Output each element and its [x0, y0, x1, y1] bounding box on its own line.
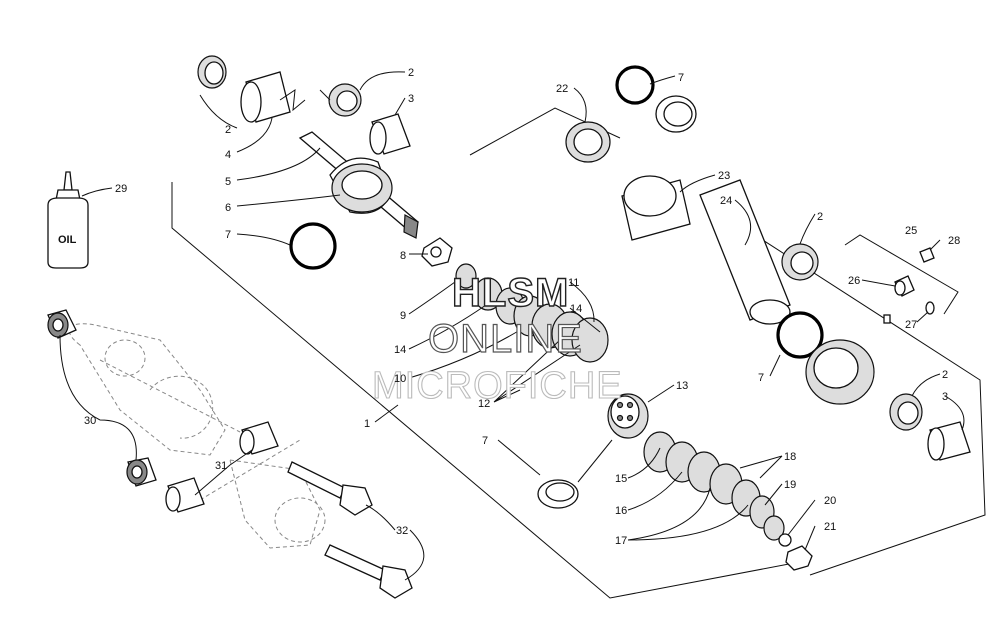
leader-lines [59, 71, 965, 581]
part-28-cap [919, 247, 935, 263]
callout-12: 12 [478, 398, 490, 410]
callout-26: 26 [848, 275, 860, 287]
callout-32: 32 [396, 525, 408, 537]
callout-22: 22 [556, 83, 568, 95]
assembly-bracket-25 [844, 234, 959, 315]
callout-7: 7 [482, 435, 488, 447]
body-eyelet [805, 339, 875, 405]
callout-7: 7 [758, 372, 764, 384]
callout-2: 2 [942, 369, 948, 381]
part-13-piston [607, 393, 649, 439]
part-3-spacer-bottom [927, 421, 971, 461]
callout-7: 7 [678, 72, 684, 84]
part-31-sleeve-upper [239, 421, 279, 455]
part-4-sleeve [240, 71, 291, 123]
part-23-sleeve [621, 175, 691, 241]
part-22-seal-head [565, 121, 611, 163]
callout-3: 3 [408, 93, 414, 105]
callout-5: 5 [225, 176, 231, 188]
part-7-o-ring-left [289, 222, 337, 270]
callout-21: 21 [824, 521, 836, 533]
part-30-bushing-lower [126, 457, 157, 487]
callout-23: 23 [718, 170, 730, 182]
part-30-bushing-upper [47, 309, 77, 339]
part-32-bolt-lower [324, 544, 413, 599]
callout-30: 30 [84, 415, 96, 427]
callout-16: 16 [615, 505, 627, 517]
callout-6: 6 [225, 202, 231, 214]
callout-7: 7 [225, 229, 231, 241]
part-2-bushing-bottom [889, 393, 923, 431]
part-29-oil-bottle: OIL [47, 171, 89, 269]
callout-18: 18 [784, 451, 796, 463]
part-7-o-ring-top [615, 65, 655, 105]
mounting-ghost-drawing [68, 323, 326, 549]
callout-15: 15 [615, 473, 627, 485]
part-26-valve [894, 275, 915, 297]
part-32-bolt-upper [287, 461, 373, 516]
callout-25: 25 [905, 225, 917, 237]
part-2-bushing-right [328, 83, 362, 117]
part-10-14-shim-stack [473, 277, 609, 363]
callout-19: 19 [784, 479, 796, 491]
part-31-sleeve-lower [165, 477, 205, 513]
callout-14: 14 [394, 344, 406, 356]
callout-labels: 1 2 2 2 2 3 3 4 5 6 7 7 7 7 8 9 10 11 12… [84, 67, 960, 547]
watermark-line-2: ONLINE [428, 317, 583, 361]
callout-1: 1 [364, 418, 370, 430]
callout-2: 2 [817, 211, 823, 223]
callout-2: 2 [225, 124, 231, 136]
callout-24: 24 [720, 195, 732, 207]
part-valve-core [883, 314, 891, 324]
part-16-19-shim-stack [643, 431, 785, 541]
callout-17: 17 [615, 535, 627, 547]
watermark-line-1: HLSM [452, 271, 569, 315]
callout-11: 11 [568, 277, 579, 289]
part-7-band [537, 479, 579, 509]
part-3-spacer-top [369, 113, 411, 155]
part-2-bushing-top [197, 55, 227, 89]
callout-10: 10 [394, 373, 406, 385]
oil-bottle-label: OIL [58, 234, 77, 246]
watermark-line-3: MICROFICHE [372, 365, 623, 407]
part-6-reservoir-cap [329, 157, 393, 214]
part-2-bushing-body [781, 243, 819, 281]
callout-2: 2 [408, 67, 414, 79]
callout-14: 14 [570, 303, 582, 315]
part-21-nut [785, 545, 813, 571]
part-9-washer [455, 263, 477, 289]
assembly-bracket-1 [171, 182, 811, 599]
watermark: HLSM ONLINE MICROFICHE [371, 270, 623, 407]
part-27-o-ring [925, 301, 935, 315]
part-24-body-tube [699, 179, 791, 325]
callout-3: 3 [942, 391, 948, 403]
part-20-washer [778, 533, 792, 547]
callout-20: 20 [824, 495, 836, 507]
part-7-band-top [655, 95, 697, 133]
callout-13: 13 [676, 380, 688, 392]
callout-31: 31 [215, 460, 227, 472]
callout-4: 4 [225, 149, 231, 161]
callout-29: 29 [115, 183, 127, 195]
callout-28: 28 [948, 235, 960, 247]
callout-27: 27 [905, 319, 917, 331]
callout-9: 9 [400, 310, 406, 322]
callout-8: 8 [400, 250, 406, 262]
part-7-o-ring-right [776, 311, 824, 359]
part-8-nut [421, 237, 453, 267]
